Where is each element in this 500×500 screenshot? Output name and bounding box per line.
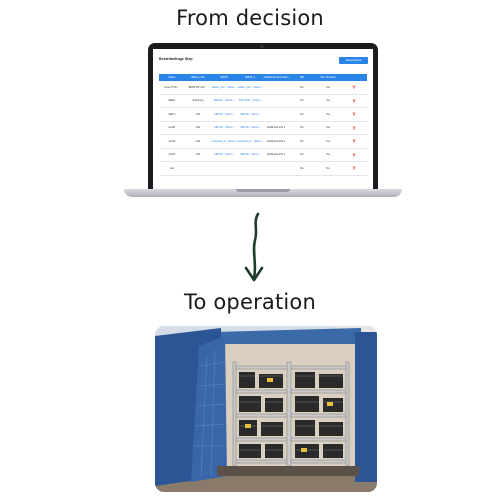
table-cell: No: [289, 107, 315, 122]
table-cell-link[interactable]: Batterie…Show +: [211, 94, 237, 108]
table-cell: Yes: [315, 134, 341, 149]
laptop-notch: [236, 189, 290, 192]
table-cell-link[interactable]: TNT 500e…Show +: [237, 94, 263, 108]
table-cell: [211, 161, 237, 176]
table-cell: eCAP: [159, 148, 185, 162]
delete-icon[interactable]: 🗑: [341, 161, 367, 176]
table-row[interactable]: Luna-7TDC…BMW MX 210…adsen_pen…Show +ads…: [159, 81, 367, 95]
column-header: [341, 74, 367, 81]
table-cell-link[interactable]: computed_1…Show +: [237, 134, 263, 149]
table-cell: Luna-7TDC…: [159, 81, 185, 95]
down-arrow-icon: [244, 212, 264, 282]
table-cell-link[interactable]: ABC Bi…Show +: [237, 148, 263, 162]
table-cell: Yes: [315, 94, 341, 108]
additional-info-dropdown[interactable]: Additional Info ▾: [263, 121, 289, 135]
truck-cargo-photo: [155, 326, 377, 492]
camera-icon: [260, 45, 264, 48]
table-cell: [263, 161, 289, 176]
table-cell: eCAP: [159, 121, 185, 135]
delete-icon[interactable]: 🗑: [341, 121, 367, 135]
table-cell-link[interactable]: ABC Bi…Show +: [211, 121, 237, 135]
column-header: ADOS_2: [237, 74, 263, 81]
table-cell: Cell: [185, 121, 211, 135]
table-cell: EBike: [159, 94, 185, 108]
table-cell-link[interactable]: adsen_pen…Show +: [211, 81, 237, 95]
table-cell: No: [289, 94, 315, 108]
additional-info-dropdown[interactable]: Additional Info ▾: [263, 148, 289, 162]
table-cell: No: [289, 148, 315, 162]
additional-info-dropdown[interactable]: Additional Info ▾: [263, 134, 289, 149]
table-cell: [263, 81, 289, 95]
column-header: Fire Protocol: [315, 74, 341, 81]
column-header: Battery Info: [185, 74, 211, 81]
table-cell: No: [289, 161, 315, 176]
table-cell: [185, 161, 211, 176]
table-cell: test: [159, 161, 185, 176]
table-cell: Cell: [185, 134, 211, 149]
table-cell: Yes: [315, 107, 341, 122]
table-cell: BMW MX 210…: [185, 81, 211, 95]
heading-to-operation: To operation: [183, 290, 316, 314]
table-cell: No: [289, 134, 315, 149]
app-title: Bestellanfrage Step: [159, 57, 193, 61]
table-cell: Yes: [315, 81, 341, 95]
column-header: ADOS: [211, 74, 237, 81]
table-cell: Yes: [315, 121, 341, 135]
table-cell: [263, 107, 289, 122]
table-cell: [263, 94, 289, 108]
table-cell-link[interactable]: ABC Bi…Show +: [211, 107, 237, 122]
delete-icon[interactable]: 🗑: [341, 134, 367, 149]
table-cell-link[interactable]: ABC Bi…Show +: [237, 121, 263, 135]
table-cell: No: [289, 81, 315, 95]
delete-icon[interactable]: 🗑: [341, 148, 367, 162]
delete-icon[interactable]: 🗑: [341, 107, 367, 122]
delete-icon[interactable]: 🗑: [341, 94, 367, 108]
table-cell-link[interactable]: ABC Bi…Show +: [211, 148, 237, 162]
column-header: Additional Information: [263, 74, 289, 81]
table-cell: No: [315, 161, 341, 176]
table-cell: Yes: [315, 148, 341, 162]
table-cell-link[interactable]: computed_1…Show +: [211, 134, 237, 149]
table-cell-link[interactable]: ABC Bi…Show +: [237, 107, 263, 122]
table-cell: Samsung: [185, 94, 211, 108]
delete-icon[interactable]: 🗑: [341, 81, 367, 95]
submit-button[interactable]: Save/Submit: [339, 57, 368, 64]
table-body: Luna-7TDC…BMW MX 210…adsen_pen…Show +ads…: [159, 81, 367, 176]
table-cell: [237, 161, 263, 176]
table-cell: No: [289, 121, 315, 135]
laptop-base: [124, 189, 402, 197]
table-cell: Cell: [185, 107, 211, 122]
table-cell: AEP-x: [159, 107, 185, 122]
table-cell: eCAP: [159, 134, 185, 149]
column-header: Name: [159, 74, 185, 81]
table-cell-link[interactable]: adsen_pen…Show +: [237, 81, 263, 95]
column-header: Bill: [289, 74, 315, 81]
table-cell: Cell: [185, 148, 211, 162]
heading-from-decision: From decision: [176, 6, 324, 30]
app-header: Bestellanfrage Step Save/Submit: [153, 49, 373, 69]
